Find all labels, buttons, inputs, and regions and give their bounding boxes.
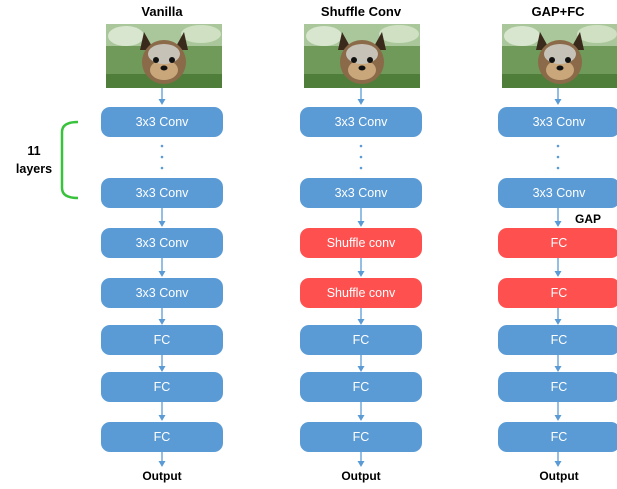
shuffle-conv-block: Shuffle conv [300, 228, 422, 258]
input-dog-image-shuffle [304, 24, 420, 88]
gap-fc-block: FC [498, 228, 617, 258]
gap-fc-block: FC [498, 278, 617, 308]
conv-block: 3x3 Conv [498, 178, 617, 208]
fc-block: FC [300, 422, 422, 452]
column-title-gap-fc: GAP+FC [531, 4, 585, 19]
conv-block: 3x3 Conv [101, 278, 223, 308]
arrow [553, 258, 563, 278]
arrow [157, 355, 167, 373]
arrow [157, 258, 167, 278]
fc-block: FC [101, 422, 223, 452]
conv-block: 3x3 Conv [101, 178, 223, 208]
column-title-shuffle-conv: Shuffle Conv [320, 4, 402, 19]
arrow [157, 88, 167, 106]
conv-block: 3x3 Conv [300, 178, 422, 208]
arrow [553, 452, 563, 468]
arrow [157, 208, 167, 228]
arrow [157, 402, 167, 422]
shuffle-conv-block: Shuffle conv [300, 278, 422, 308]
arrow [356, 88, 366, 106]
brace-label-unit: layers [15, 162, 53, 176]
column-title-vanilla: Vanilla [141, 4, 183, 19]
output-label: Output [142, 469, 182, 483]
ellipsis-dots [359, 144, 363, 170]
gap-label: GAP [575, 212, 602, 226]
fc-block: FC [300, 372, 422, 402]
arrow [356, 258, 366, 278]
arrow [356, 308, 366, 326]
fc-block: FC [101, 325, 223, 355]
arrow [553, 402, 563, 422]
output-label: Output [341, 469, 381, 483]
arrow [356, 402, 366, 422]
input-dog-image-gap [502, 24, 617, 88]
brace-label-count: 11 [27, 144, 41, 158]
arrow [553, 208, 563, 228]
output-label: Output [539, 469, 579, 483]
conv-block: 3x3 Conv [300, 107, 422, 137]
arrow [356, 452, 366, 468]
arrow [356, 355, 366, 373]
ellipsis-dots [160, 144, 164, 170]
brace-label: 11 layers [14, 142, 54, 178]
ellipsis-dots [556, 144, 560, 170]
arrow [553, 308, 563, 326]
fc-block: FC [498, 372, 617, 402]
conv-block: 3x3 Conv [498, 107, 617, 137]
fc-block: FC [300, 325, 422, 355]
arrow [157, 452, 167, 468]
fc-block: FC [498, 325, 617, 355]
arrow [356, 208, 366, 228]
arrow [553, 88, 563, 106]
fc-block: FC [498, 422, 617, 452]
conv-block: 3x3 Conv [101, 228, 223, 258]
arrow [553, 355, 563, 373]
layer-brace [60, 120, 79, 200]
input-dog-image-vanilla [106, 24, 222, 88]
arrow [157, 308, 167, 326]
fc-block: FC [101, 372, 223, 402]
conv-block: 3x3 Conv [101, 107, 223, 137]
